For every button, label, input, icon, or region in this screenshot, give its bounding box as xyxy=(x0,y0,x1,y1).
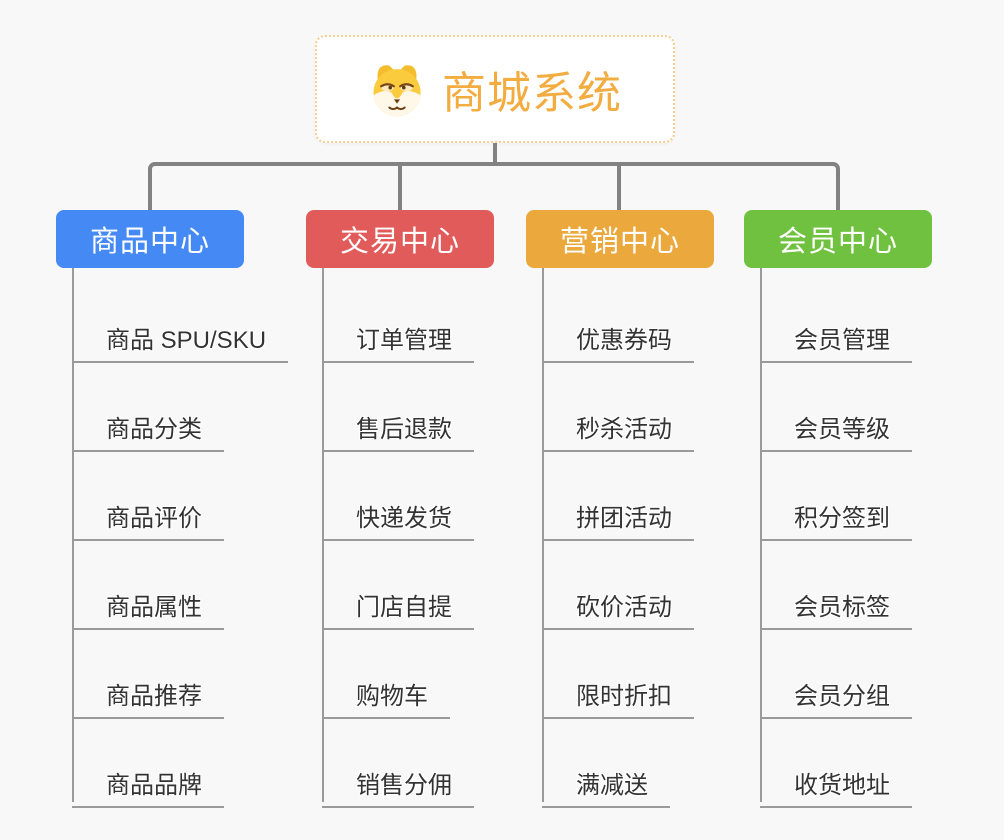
leaf-node[interactable]: 会员分组 xyxy=(760,667,912,719)
leaf-node[interactable]: 收货地址 xyxy=(760,756,912,808)
leaf-node[interactable]: 满减送 xyxy=(542,756,670,808)
leaf-node[interactable]: 商品品牌 xyxy=(72,756,224,808)
trunk-line-product xyxy=(72,268,74,802)
leaf-node[interactable]: 积分签到 xyxy=(760,489,912,541)
leaf-node[interactable]: 商品评价 xyxy=(72,489,224,541)
leaf-node[interactable]: 商品属性 xyxy=(72,578,224,630)
leaf-node[interactable]: 订单管理 xyxy=(322,311,474,363)
connector-root-drop xyxy=(493,143,497,164)
leaf-node[interactable]: 会员标签 xyxy=(760,578,912,630)
leaf-node[interactable]: 商品分类 xyxy=(72,400,224,452)
leaf-node[interactable]: 销售分佣 xyxy=(322,756,474,808)
leaf-node[interactable]: 拼团活动 xyxy=(542,489,694,541)
branch-node-trade-center[interactable]: 交易中心 xyxy=(306,210,494,268)
root-title: 商城系统 xyxy=(442,69,622,118)
trunk-line-trade xyxy=(322,268,324,802)
leaf-node[interactable]: 售后退款 xyxy=(322,400,474,452)
leaf-node[interactable]: 优惠券码 xyxy=(542,311,694,363)
leaf-node[interactable]: 限时折扣 xyxy=(542,667,694,719)
leaf-node[interactable]: 秒杀活动 xyxy=(542,400,694,452)
branch-node-marketing-center[interactable]: 营销中心 xyxy=(526,210,714,268)
connector-drop-branch-3 xyxy=(617,164,621,210)
leaf-node[interactable]: 购物车 xyxy=(322,667,450,719)
leaf-node[interactable]: 商品 SPU/SKU xyxy=(72,311,289,363)
connector-drop-branch-2 xyxy=(398,164,402,210)
branch-node-product-center[interactable]: 商品中心 xyxy=(56,210,244,268)
leaf-node[interactable]: 门店自提 xyxy=(322,578,474,630)
leaf-node[interactable]: 快递发货 xyxy=(322,489,474,541)
trunk-line-member xyxy=(760,268,762,802)
root-node-mall-system[interactable]: 商城系统 xyxy=(315,35,675,143)
dog-face-icon xyxy=(373,65,421,117)
connector-bus xyxy=(148,162,840,210)
leaf-node[interactable]: 会员等级 xyxy=(760,400,912,452)
leaf-node[interactable]: 会员管理 xyxy=(760,311,912,363)
trunk-line-marketing xyxy=(542,268,544,802)
branch-node-member-center[interactable]: 会员中心 xyxy=(744,210,932,268)
leaf-node[interactable]: 砍价活动 xyxy=(542,578,694,630)
leaf-node[interactable]: 商品推荐 xyxy=(72,667,224,719)
